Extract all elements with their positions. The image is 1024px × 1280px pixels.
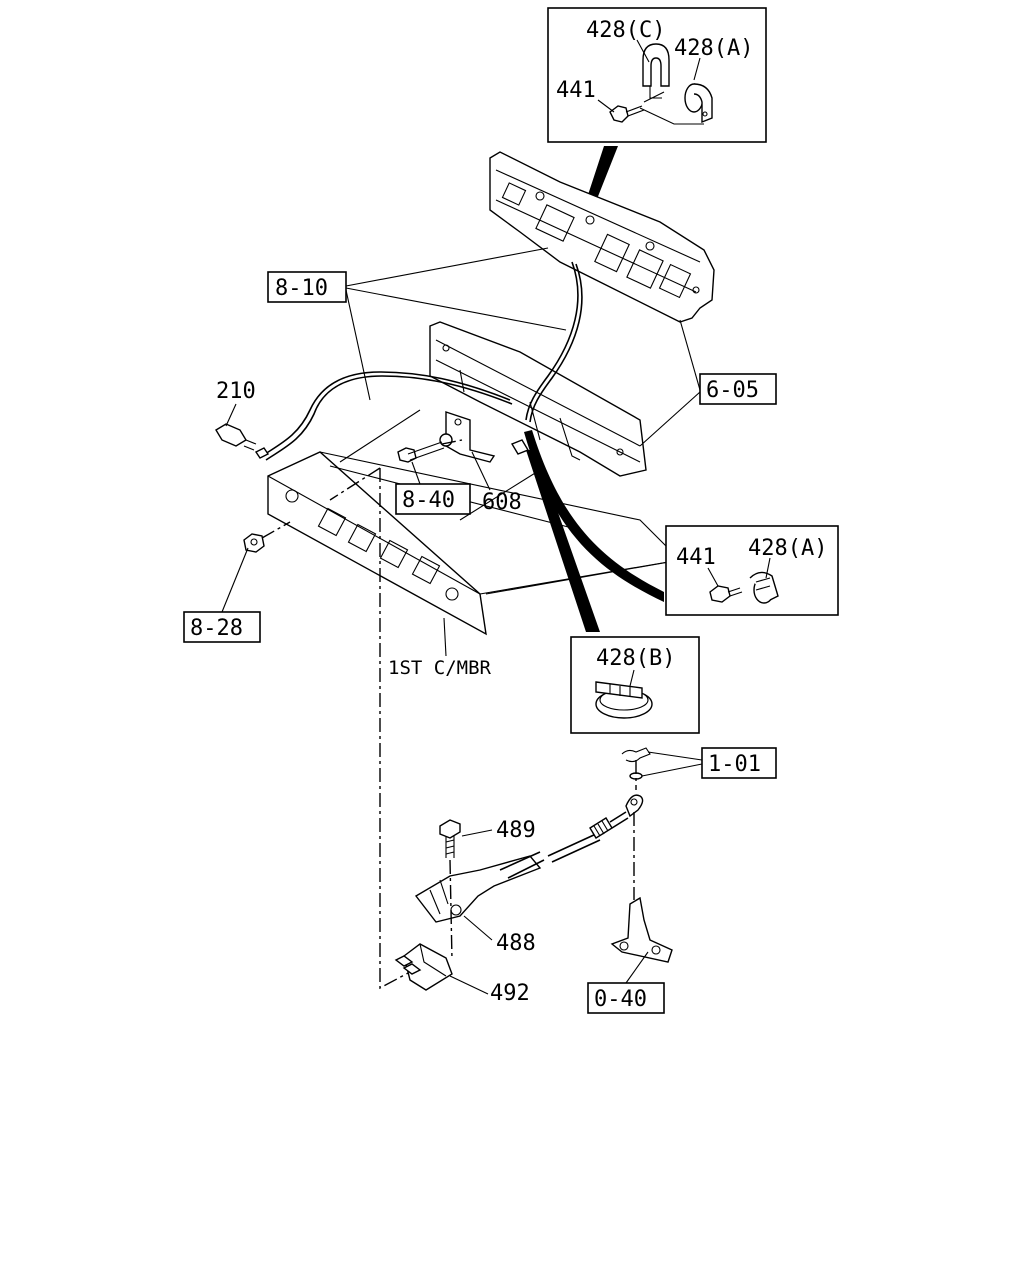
clip-428c-part bbox=[642, 43, 670, 99]
leader-bar-right bbox=[524, 430, 664, 602]
callout-428b: 428(B) bbox=[596, 646, 675, 671]
dash-chain-lower-1 bbox=[449, 859, 453, 961]
ref-0-40: 0-40 bbox=[594, 987, 647, 1012]
radiator-support-panel bbox=[489, 151, 715, 323]
member-label: 1ST C/MBR bbox=[388, 657, 492, 679]
callout-428a-top: 428(A) bbox=[674, 36, 753, 61]
bracket-608-part bbox=[439, 411, 496, 463]
bolt-489-part bbox=[439, 819, 461, 858]
leader-lines bbox=[221, 247, 703, 995]
clip-428a-right-part bbox=[749, 571, 779, 604]
ref-1-01: 1-01 bbox=[708, 752, 761, 777]
dash-chain-member bbox=[379, 468, 411, 990]
small-clip-part bbox=[510, 439, 530, 455]
ref-box-8-40: 8-40 bbox=[395, 483, 471, 515]
dash-chain-nut bbox=[261, 521, 291, 539]
ref-8-28: 8-28 bbox=[190, 616, 243, 641]
detail-inset-right: 441 428(A) bbox=[665, 525, 839, 616]
ref-6-05: 6-05 bbox=[706, 378, 759, 403]
ref-8-40: 8-40 bbox=[402, 488, 455, 513]
switch-210-part bbox=[215, 423, 257, 451]
dash-chain-member-top bbox=[329, 467, 381, 501]
cable-harness bbox=[254, 261, 583, 461]
ref-box-8-28: 8-28 bbox=[183, 611, 261, 643]
nut-828-part bbox=[243, 533, 265, 553]
callout-441-top: 441 bbox=[556, 78, 596, 103]
ref-box-1-01: 1-01 bbox=[701, 747, 777, 779]
bracket-040-part bbox=[610, 896, 673, 963]
callout-608: 608 bbox=[482, 490, 522, 515]
dash-chain-bolt bbox=[441, 439, 463, 445]
ref-box-0-40: 0-40 bbox=[587, 982, 665, 1014]
control-lever-assembly bbox=[414, 794, 644, 923]
callout-210: 210 bbox=[216, 379, 256, 404]
ref-8-10: 8-10 bbox=[275, 276, 328, 301]
callout-428c: 428(C) bbox=[586, 18, 665, 43]
callout-492: 492 bbox=[490, 981, 530, 1006]
cross-member bbox=[267, 409, 682, 636]
callout-488: 488 bbox=[496, 931, 536, 956]
clip-428a-part bbox=[684, 83, 713, 124]
callout-441-right: 441 bbox=[676, 545, 716, 570]
bracket-492-part bbox=[394, 943, 453, 991]
ref-box-6-05: 6-05 bbox=[699, 373, 777, 405]
callout-428a-right: 428(A) bbox=[748, 536, 827, 561]
bolt-840-part bbox=[397, 441, 445, 463]
ref-box-8-10: 8-10 bbox=[267, 271, 347, 303]
leader-bar-bottom bbox=[526, 450, 600, 632]
callout-489: 489 bbox=[496, 818, 536, 843]
bolt-441-top-part bbox=[609, 105, 645, 123]
detail-inset-bottom: 428(B) bbox=[570, 636, 700, 734]
tie-band-428b-part bbox=[595, 681, 653, 719]
detail-inset-top: 428(C) 428(A) 441 bbox=[547, 7, 767, 143]
